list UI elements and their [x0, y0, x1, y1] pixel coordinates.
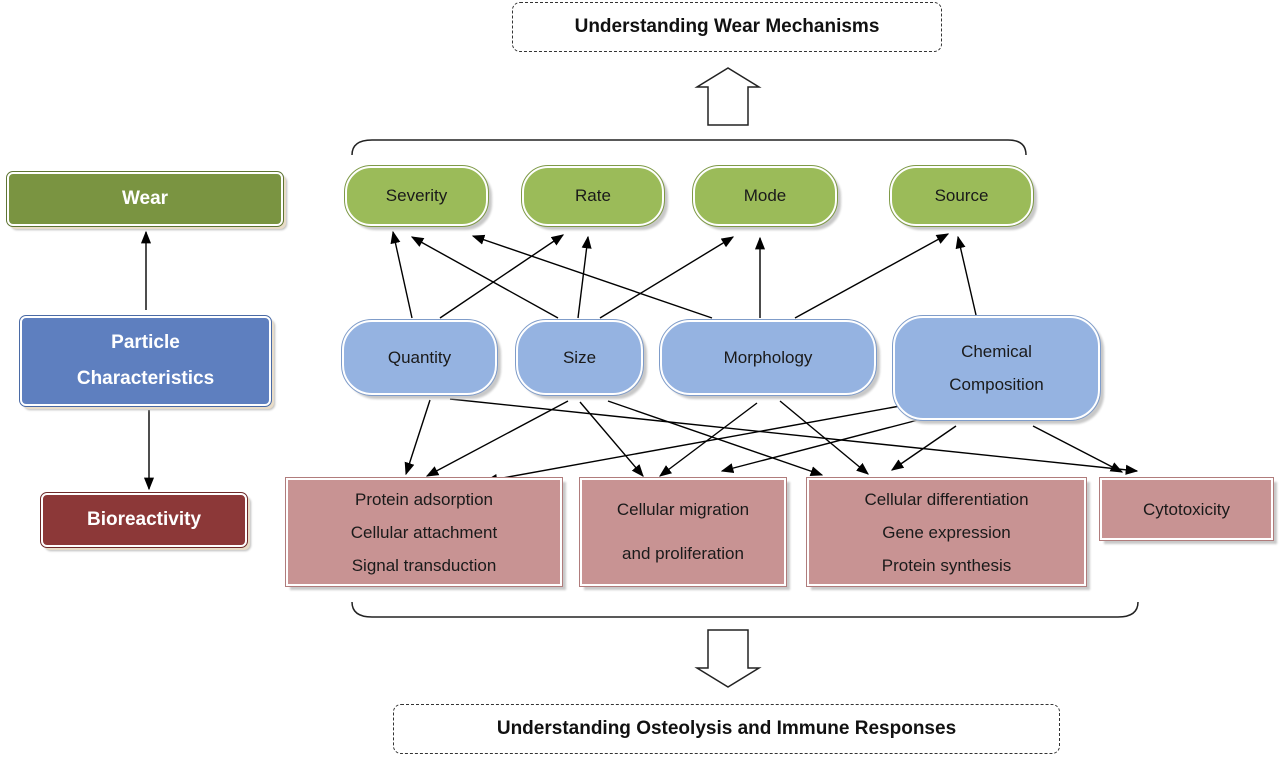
source-label: Source: [934, 186, 989, 205]
particle-label-line1: Particle: [111, 332, 180, 353]
arrow-chemical-group2: [720, 419, 919, 474]
cellular-differentiation-box: Cellular differentiation Gene expression…: [806, 477, 1087, 587]
size-label: Size: [562, 347, 597, 367]
arrow-chemical-cytotoxicity: [1032, 425, 1124, 473]
arrow-morphology-group3: [779, 400, 869, 475]
understanding-wear-mechanisms-box: Understanding Wear Mechanisms: [512, 2, 942, 52]
mode-label: Mode: [743, 186, 787, 205]
arrows-to-wear-aspects: [390, 230, 977, 319]
arrow-size-group3: [607, 400, 824, 477]
source-node: Source: [889, 165, 1034, 227]
particle-label-line2: Characteristics: [76, 368, 215, 389]
top-brace: [351, 139, 1027, 156]
mode-node: Mode: [692, 165, 838, 227]
arrow-quantity-severity: [390, 230, 413, 319]
severity-node: Severity: [344, 165, 489, 227]
hollow-up-arrow: [694, 67, 762, 126]
arrow-size-severity: [410, 236, 559, 319]
group3-line2: Gene expression: [882, 522, 1011, 542]
size-node: Size: [515, 319, 644, 396]
group3-line1: Cellular differentiation: [864, 489, 1029, 509]
bioreactivity-box: Bioreactivity: [40, 492, 248, 548]
bioreactivity-label: Bioreactivity: [86, 509, 202, 530]
arrow-morphology-group2: [658, 402, 758, 477]
cytotoxicity-label: Cytotoxicity: [1143, 499, 1230, 519]
arrow-size-mode: [599, 236, 735, 319]
arrow-size-rate: [577, 235, 592, 319]
arrow-quantity-rate: [439, 234, 565, 319]
chemical-label-line1: Chemical: [961, 342, 1032, 361]
quantity-label: Quantity: [387, 347, 452, 367]
rate-node: Rate: [521, 165, 665, 227]
bottom-box-label: Understanding Osteolysis and Immune Resp…: [496, 718, 957, 739]
arrow-morphology-severity: [471, 234, 713, 319]
arrow-chemical-source: [955, 235, 977, 316]
cytotoxicity-box: Cytotoxicity: [1099, 477, 1274, 541]
morphology-label: Morphology: [723, 347, 813, 367]
arrow-morphology-source: [794, 233, 950, 319]
chemical-composition-node: Chemical Composition: [892, 315, 1101, 421]
group3-line3: Protein synthesis: [881, 555, 1012, 575]
top-box-label: Understanding Wear Mechanisms: [574, 16, 880, 37]
protein-adsorption-box: Protein adsorption Cellular attachment S…: [285, 477, 563, 587]
morphology-node: Morphology: [659, 319, 877, 396]
particle-characteristics-box: Particle Characteristics: [19, 315, 272, 407]
group1-line3: Signal transduction: [351, 555, 497, 575]
wear-label: Wear: [121, 188, 169, 209]
understanding-osteolysis-box: Understanding Osteolysis and Immune Resp…: [393, 704, 1060, 754]
arrow-quantity-group1: [404, 399, 431, 476]
group2-line2: and proliferation: [622, 544, 744, 563]
cellular-migration-box: Cellular migration and proliferation: [579, 477, 787, 587]
arrows-to-responses: [404, 398, 1139, 484]
severity-label: Severity: [385, 186, 448, 205]
arrow-quantity-cytotoxicity: [449, 398, 1139, 475]
group1-line2: Cellular attachment: [350, 522, 498, 542]
group1-line1: Protein adsorption: [355, 489, 493, 509]
arrow-size-group2: [579, 401, 644, 477]
group2-line1: Cellular migration: [616, 500, 750, 519]
arrow-chemical-group1: [484, 405, 901, 484]
arrow-chemical-group3: [890, 425, 957, 471]
quantity-node: Quantity: [341, 319, 498, 396]
bottom-brace: [351, 601, 1139, 618]
arrow-size-group1: [425, 400, 569, 477]
chemical-label-line2: Composition: [949, 375, 1044, 394]
hollow-down-arrow: [694, 629, 762, 688]
rate-label: Rate: [575, 186, 611, 205]
wear-box: Wear: [6, 171, 284, 227]
